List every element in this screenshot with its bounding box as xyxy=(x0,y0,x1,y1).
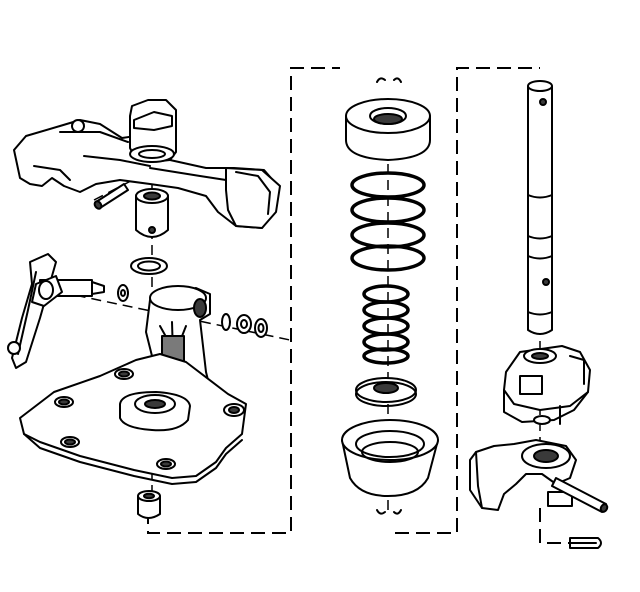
shift-fork-lower xyxy=(469,439,577,511)
cover-plate xyxy=(19,353,247,485)
pivot-shaft xyxy=(31,275,105,307)
detent-lever xyxy=(7,253,57,369)
spring-retainer-washer xyxy=(355,377,417,407)
bushing xyxy=(135,188,169,238)
clip-left xyxy=(117,284,129,302)
inner-spring xyxy=(362,284,410,365)
roll-pin xyxy=(93,183,129,210)
pin-clip xyxy=(569,537,602,549)
roll-pin-right xyxy=(551,477,609,513)
washers xyxy=(221,313,268,338)
shift-lever-housing xyxy=(13,99,281,229)
shift-fork-upper xyxy=(503,345,591,425)
outer-spring xyxy=(350,171,426,272)
o-ring xyxy=(130,257,168,275)
upper-spring-seat xyxy=(345,77,431,161)
shift-shaft xyxy=(527,80,553,335)
lower-spring-cup xyxy=(341,419,439,515)
lower-bushing xyxy=(137,490,161,519)
